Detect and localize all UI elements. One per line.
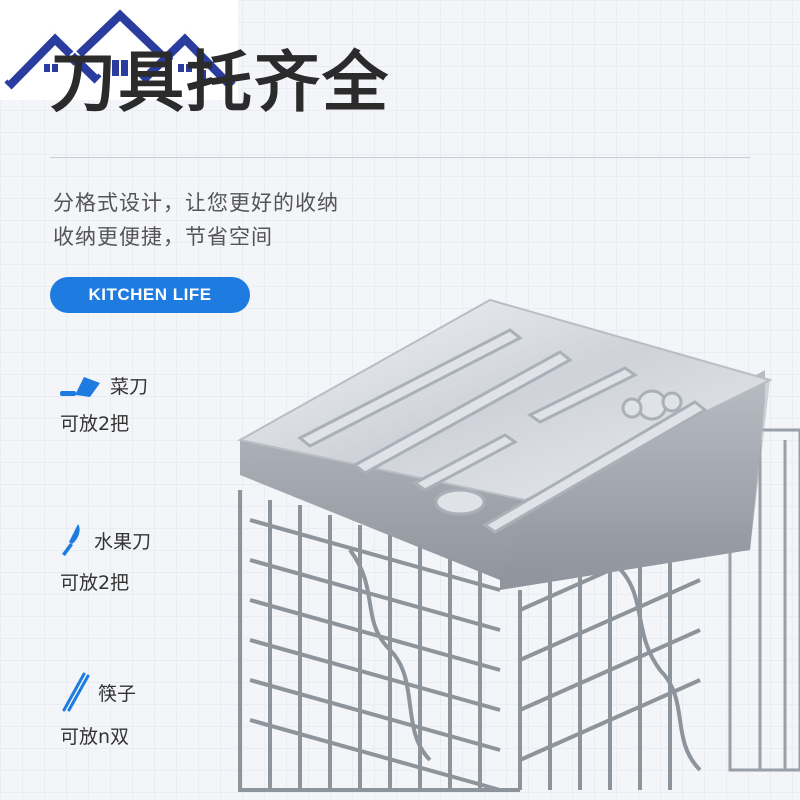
house-logo xyxy=(0,0,238,100)
feature-name: 菜刀 xyxy=(110,376,149,398)
description-line: 收纳更便捷，节省空间 xyxy=(53,225,273,249)
feature-detail: 可放2把 xyxy=(60,413,130,435)
description-line: 分格式设计，让您更好的收纳 xyxy=(53,191,339,215)
feature-detail: 可放n双 xyxy=(60,726,130,748)
feature-fruit-knife: 水果刀 可放2把 xyxy=(60,522,151,595)
feature-name: 筷子 xyxy=(98,682,137,705)
kitchen-life-badge: KITCHEN LIFE xyxy=(50,277,250,313)
knife-rack-product-image xyxy=(237,298,800,792)
feature-chopsticks: 筷子 可放n双 xyxy=(60,672,136,749)
fruit-knife-icon xyxy=(62,524,80,556)
cleaver-knife-icon xyxy=(60,376,100,397)
page-title: 刀具托齐全 xyxy=(50,44,390,121)
description: 分格式设计，让您更好的收纳 收纳更便捷，节省空间 xyxy=(53,186,339,254)
feature-detail: 可放2把 xyxy=(60,572,130,594)
chopsticks-icon xyxy=(62,672,90,712)
feature-name: 水果刀 xyxy=(94,530,152,553)
title-divider xyxy=(50,157,750,158)
feature-cleaver: 菜刀 可放2把 xyxy=(60,372,148,436)
